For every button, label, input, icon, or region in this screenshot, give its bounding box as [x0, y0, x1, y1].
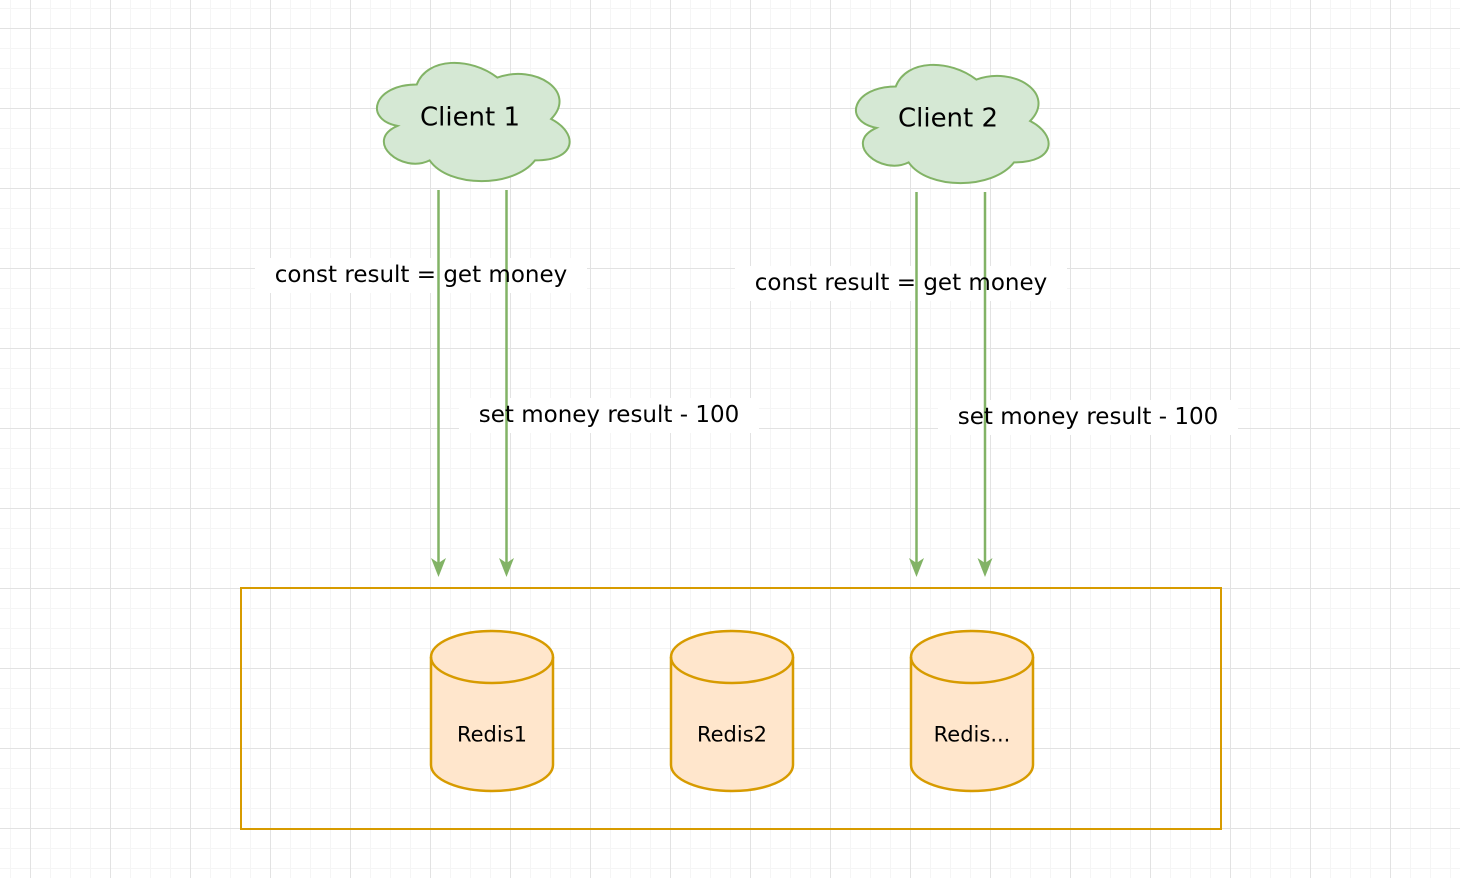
arrow-client1-set[interactable] [499, 190, 514, 577]
cylinder-top-arc [429, 656, 555, 685]
client1-cloud-shape[interactable] [376, 61, 571, 183]
edge-label-client1-get[interactable]: const result = get money [274, 262, 568, 289]
database-cylinder-icon [429, 629, 555, 793]
redisN-label: Redis... [933, 722, 1011, 747]
arrow-client2-get[interactable] [909, 192, 924, 577]
database-cylinder-icon [909, 629, 1035, 793]
arrow-client1-get[interactable] [431, 190, 446, 577]
cylinder-top-arc [669, 656, 795, 685]
arrowhead-down-icon [977, 558, 993, 577]
redis1-cylinder-shape[interactable] [429, 629, 555, 793]
redis-cluster-container[interactable] [240, 587, 1222, 830]
edge-label-background [255, 258, 587, 293]
edge-label-background [735, 266, 1067, 301]
arrowhead-down-icon [499, 558, 514, 577]
database-cylinder-icon [669, 629, 795, 793]
redis2-label: Redis2 [696, 722, 768, 747]
arrowhead-down-icon [431, 558, 446, 577]
redis1-label: Redis1 [456, 722, 528, 747]
cylinder-top-arc [909, 656, 1035, 685]
arrow-client2-set[interactable] [977, 192, 993, 577]
edge-label-client1-set[interactable]: set money result - 100 [478, 402, 740, 429]
edge-label-client2-get[interactable]: const result = get money [754, 270, 1048, 297]
cloud-icon [376, 61, 571, 183]
edge-label-background [459, 398, 759, 433]
arrowhead-down-icon [909, 558, 924, 577]
client2-cloud-shape[interactable] [855, 63, 1050, 185]
edge-label-client2-set[interactable]: set money result - 100 [957, 404, 1219, 431]
redis2-cylinder-shape[interactable] [669, 629, 795, 793]
redisN-cylinder-shape[interactable] [909, 629, 1035, 793]
client2-label: Client 2 [897, 103, 999, 134]
client1-label: Client 1 [419, 102, 521, 133]
edge-label-background [938, 400, 1238, 435]
cloud-icon [855, 63, 1050, 185]
